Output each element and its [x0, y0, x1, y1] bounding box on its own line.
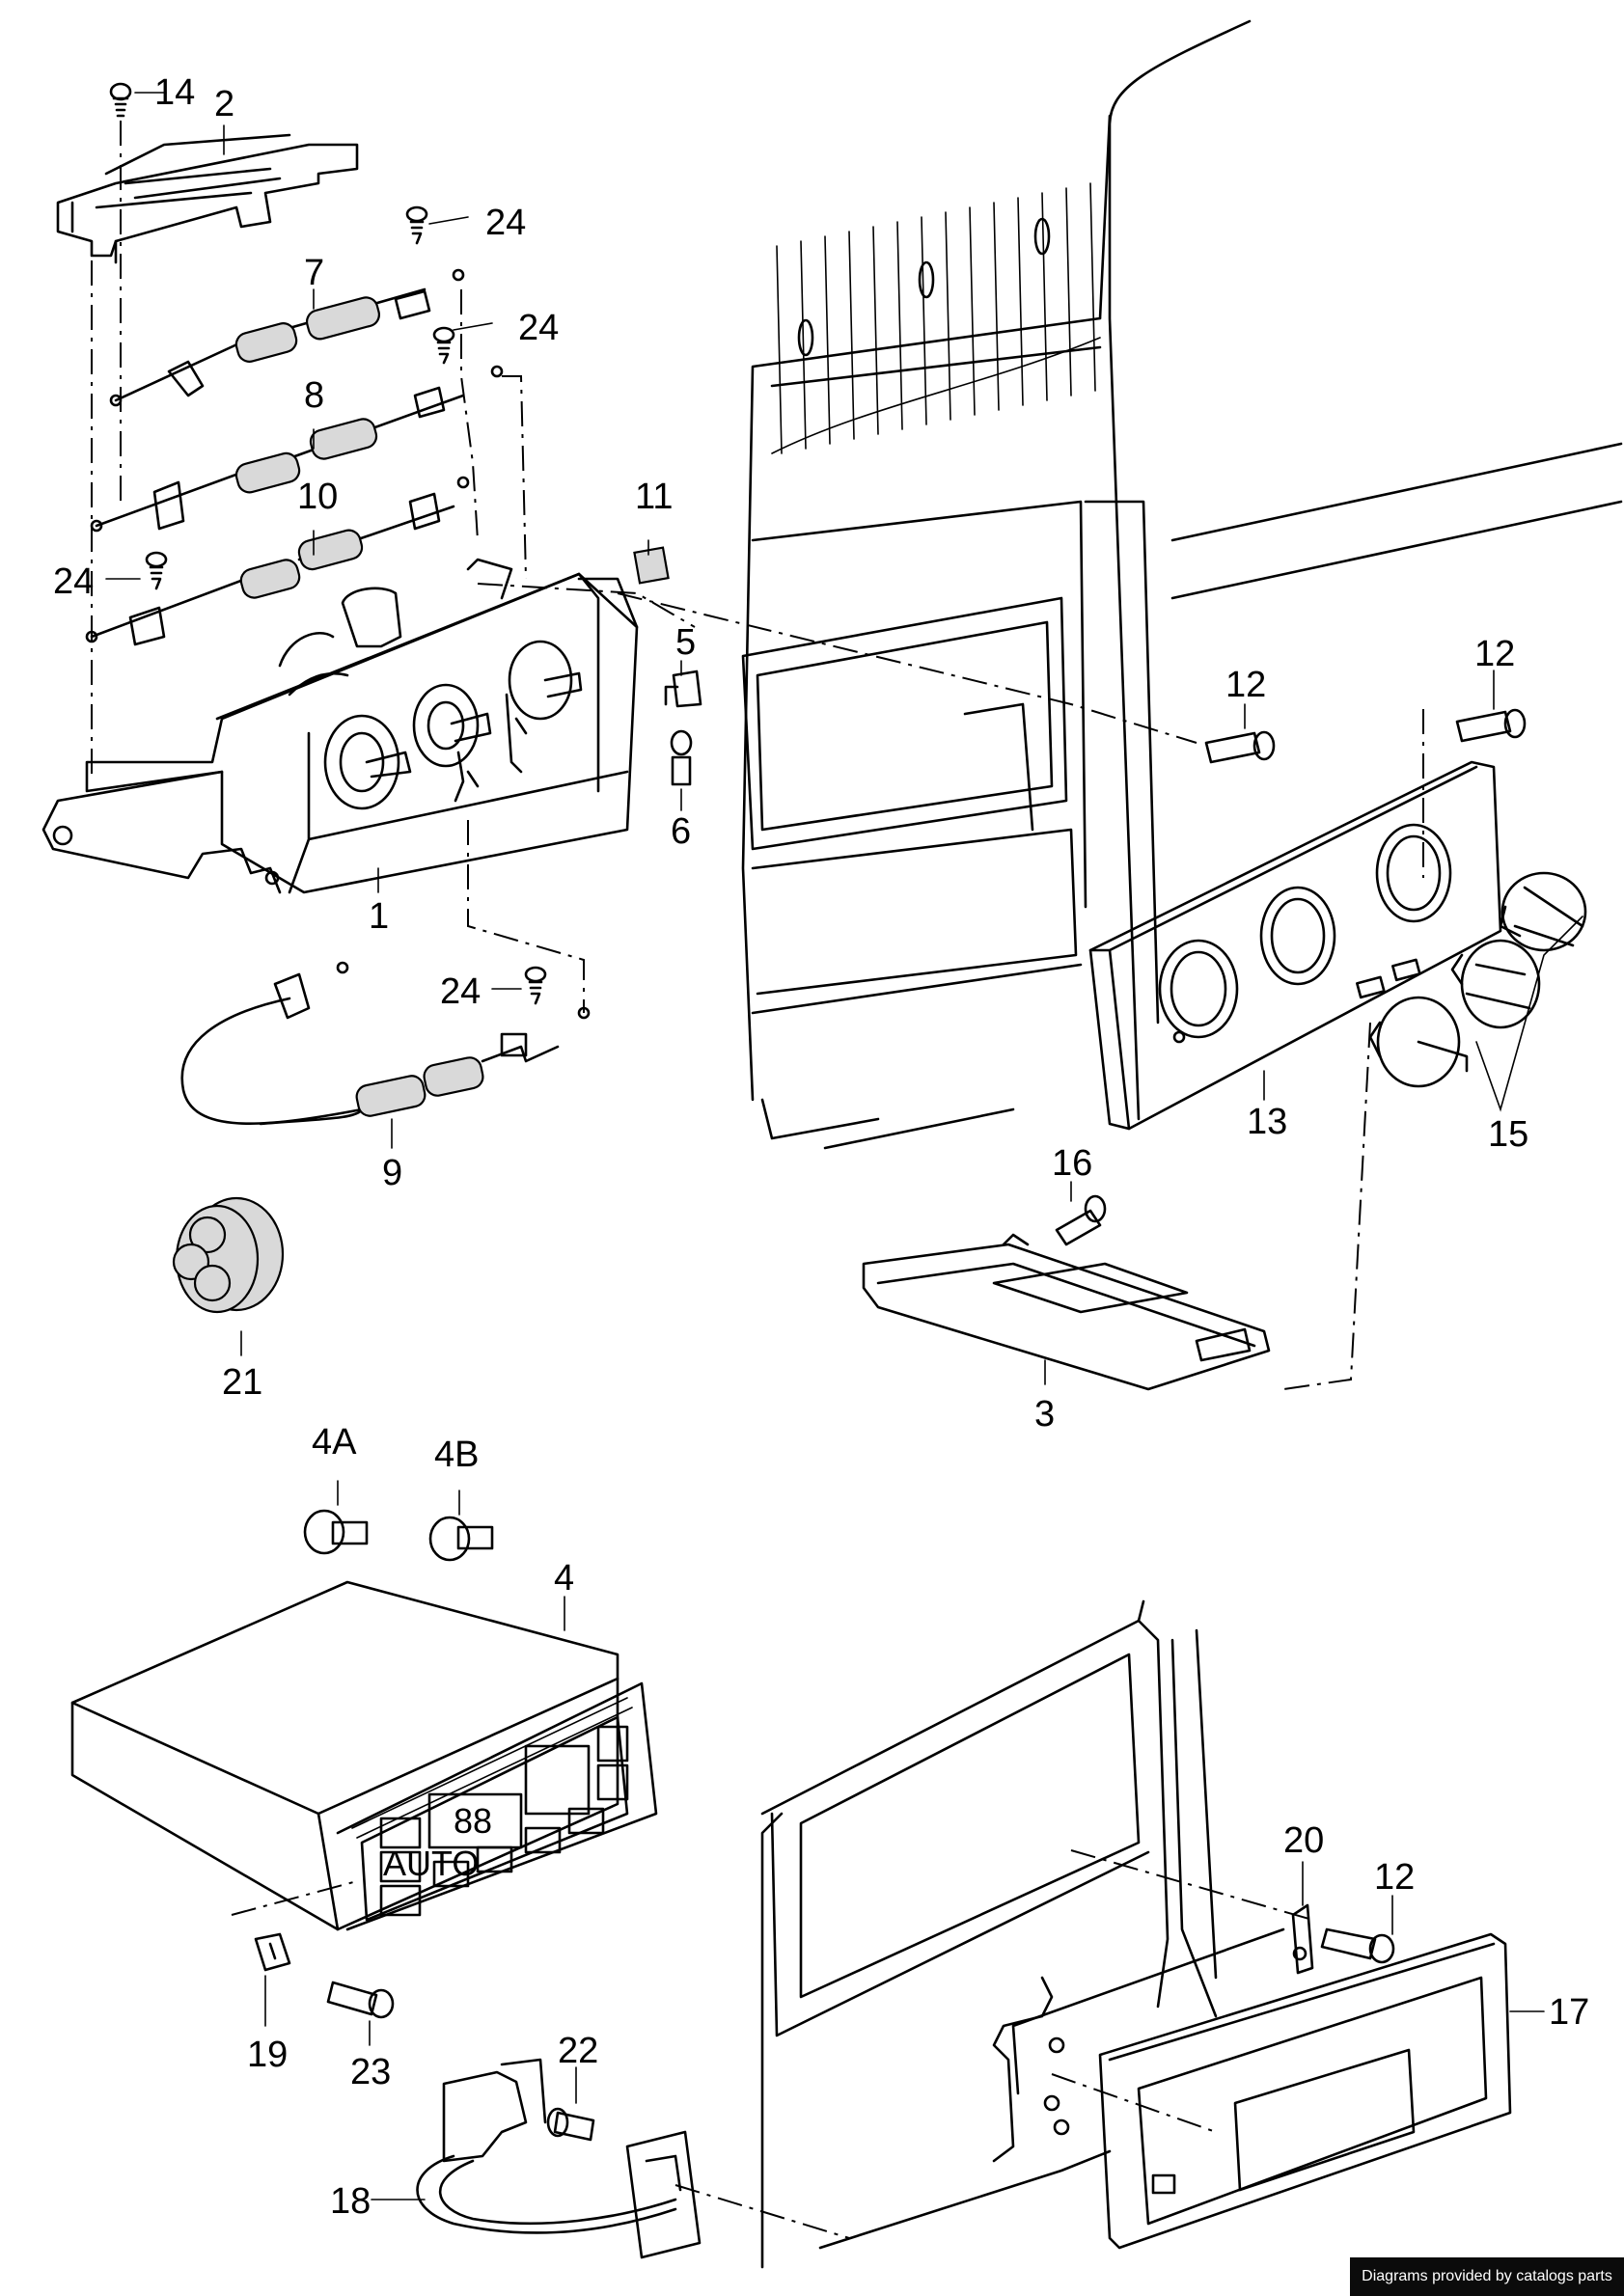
callout-22: 22	[558, 2031, 598, 2071]
callout-23: 23	[350, 2052, 391, 2092]
screw-12-c	[1320, 1927, 1395, 1964]
callout-4: 4	[554, 1558, 574, 1599]
wiring-harness-18	[416, 2058, 702, 2259]
callout-15: 15	[1488, 1114, 1528, 1155]
callout-4b: 4B	[434, 1435, 479, 1475]
bulb-holder-5	[664, 670, 702, 708]
grommet-21	[172, 1196, 285, 1314]
heater-control-unit	[41, 558, 639, 894]
callout-9: 9	[382, 1153, 402, 1193]
screw-16	[1055, 1194, 1107, 1246]
screw-22	[546, 2107, 595, 2142]
screw-14	[109, 82, 132, 118]
screw-24-b	[432, 326, 455, 365]
auto-button-label: AUTO	[383, 1844, 479, 1883]
bulb-4b	[428, 1516, 494, 1562]
bulb-6	[670, 729, 693, 786]
callout-12-b: 12	[1474, 634, 1515, 674]
callout-17: 17	[1549, 1992, 1589, 2033]
control-knob-b	[1450, 939, 1541, 1029]
callout-24-d: 24	[440, 971, 481, 1012]
clip-19	[254, 1932, 291, 1972]
callout-12-a: 12	[1225, 665, 1266, 705]
bulb-4a	[303, 1509, 369, 1555]
control-cable-9	[180, 961, 591, 1126]
climate-control-unit: AUTO 88	[70, 1580, 658, 1931]
callout-6: 6	[671, 811, 691, 852]
leader-lines	[105, 92, 1583, 2200]
screw-12-a	[1204, 730, 1276, 764]
screw-23	[326, 1981, 395, 2019]
callout-20: 20	[1283, 1820, 1324, 1861]
callout-7: 7	[304, 253, 324, 293]
callout-16: 16	[1052, 1143, 1092, 1184]
dashboard-upper	[741, 19, 1623, 1150]
screw-24-a	[405, 205, 428, 245]
callout-24-c: 24	[53, 561, 94, 602]
callout-14: 14	[154, 72, 195, 113]
control-cable-7	[109, 268, 465, 407]
dashboard-lower	[760, 1599, 1285, 2269]
credit-banner: Diagrams provided by catalogs parts	[1350, 2257, 1624, 2296]
control-cable-8	[90, 365, 504, 533]
callout-4a: 4A	[312, 1422, 357, 1462]
control-cable-10	[85, 476, 470, 646]
callout-13: 13	[1247, 1102, 1287, 1142]
callout-18: 18	[330, 2181, 371, 2222]
bracket-20	[1291, 1903, 1314, 1975]
callout-24-a: 24	[485, 203, 526, 243]
screw-12-b	[1455, 708, 1527, 743]
callout-24-b: 24	[518, 308, 559, 348]
callout-21: 21	[222, 1362, 262, 1403]
switch-panel	[862, 1233, 1271, 1391]
facia-panel	[1088, 760, 1502, 1131]
control-knob-a	[1499, 871, 1587, 952]
cover-panel-17	[1098, 1932, 1512, 2250]
callout-2: 2	[214, 84, 234, 124]
control-knob-c	[1368, 996, 1469, 1088]
mounting-bracket	[56, 133, 359, 264]
callout-8: 8	[304, 375, 324, 416]
callout-1: 1	[369, 896, 389, 937]
clip-11	[633, 546, 670, 585]
callout-3: 3	[1034, 1394, 1055, 1435]
callout-19: 19	[247, 2035, 288, 2075]
temp-display: 88	[454, 1801, 492, 1841]
screw-24-d	[524, 966, 547, 1005]
screw-24-c	[145, 551, 168, 590]
callout-labels: 14 2 24 7 24 8 10 24 11 5 6 1 24 9 21 12…	[53, 72, 1589, 2222]
callout-10: 10	[297, 477, 338, 517]
callout-5: 5	[675, 622, 696, 663]
callout-11: 11	[635, 477, 673, 517]
callout-12-c: 12	[1374, 1857, 1415, 1898]
